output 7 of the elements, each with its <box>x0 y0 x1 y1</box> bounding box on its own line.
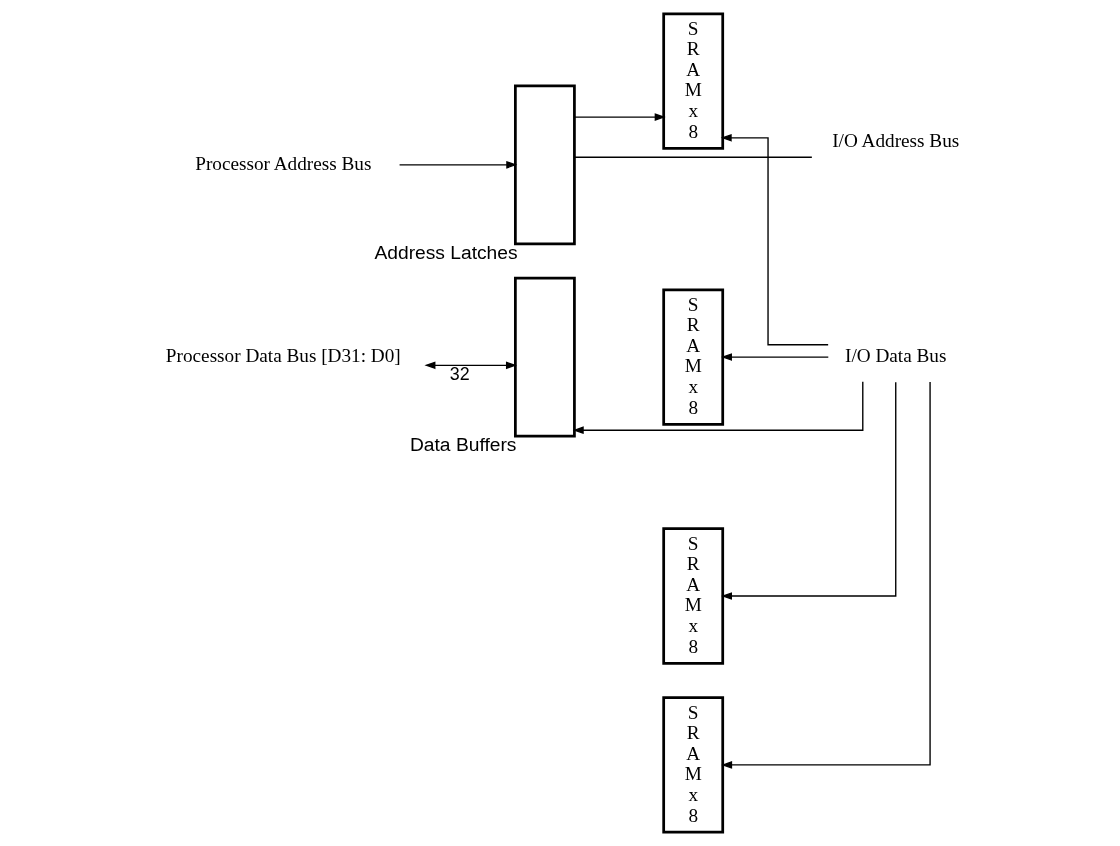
node-text: Processor Data Bus [D31: D0] <box>165 345 401 367</box>
edge-label: 32 <box>449 363 470 384</box>
node-text: I/O Address Bus <box>832 129 960 151</box>
node-label: Data Buffers <box>409 434 517 456</box>
node-label: Address Latches <box>374 242 518 264</box>
node-text: Processor Address Bus <box>195 152 372 174</box>
node-text: I/O Data Bus <box>845 345 947 367</box>
